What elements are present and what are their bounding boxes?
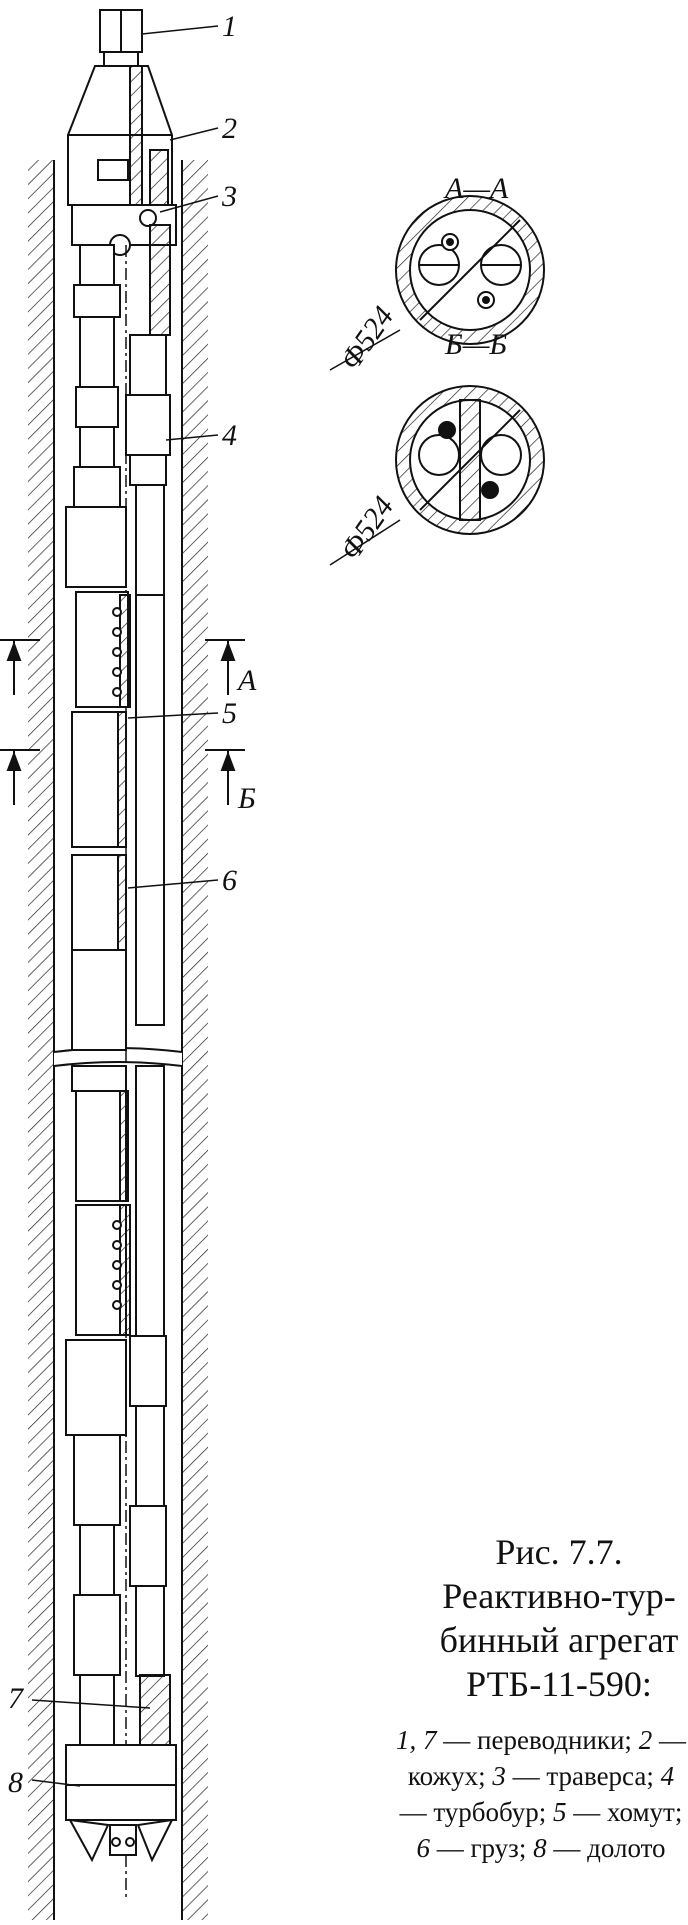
section-bb-diameter: Ф524 [334, 490, 401, 566]
section-bb-title: Б—Б [444, 328, 507, 361]
turbodrill-right [125, 334, 171, 1026]
weight-upper [71, 711, 127, 1051]
legend-text-0: — переводники; [436, 1725, 639, 1755]
section-aa-diameter: Ф524 [334, 300, 401, 376]
cut-label-b: Б [237, 782, 256, 815]
legend-num-0: 1, 7 [396, 1725, 437, 1755]
turbodrill-lower-left [65, 1339, 127, 1676]
legend-text-6: — долото [546, 1833, 666, 1863]
legend-num-4: 5 [553, 1797, 567, 1827]
label-3: 3 [221, 180, 237, 213]
label-6: 6 [222, 864, 237, 897]
label-5: 5 [222, 697, 237, 730]
legend-text-3: — турбобур; [399, 1797, 554, 1827]
legend-text-5: — груз; [429, 1833, 534, 1863]
label-8: 8 [8, 1766, 23, 1799]
legend-num-1: 2 [638, 1725, 653, 1755]
clamp-upper [75, 591, 131, 708]
legend-text-4: — хомут; [566, 1797, 683, 1827]
cut-line-b [0, 749, 245, 805]
legend-num-5: 6 [416, 1833, 430, 1863]
label-7: 7 [8, 1682, 25, 1715]
figure-legend: 1, 7 — переводники; 2 — кожух; 3 — траве… [395, 1722, 687, 1866]
legend-text-2: — траверса; [505, 1761, 661, 1791]
legend-num-6: 8 [533, 1833, 547, 1863]
turbodrill-left [65, 244, 127, 588]
leader-lines [31, 25, 219, 1787]
weight-lower [71, 1065, 131, 1336]
figure-caption: Рис. 7.7. Реактивно-тур- бинный агрегат … [430, 1530, 688, 1706]
drill-bit [65, 1784, 177, 1863]
caption-line-3: РТБ-11-590: [466, 1664, 652, 1704]
lower-sub [65, 1674, 177, 1786]
legend-num-3: 4 [660, 1761, 675, 1791]
cut-label-a: А [236, 664, 257, 697]
label-1: 1 [222, 10, 237, 43]
caption-line-1: Рис. 7.7. Реактивно-тур- [442, 1532, 676, 1616]
top-sub [99, 9, 143, 67]
legend-text-1: — кожух; [407, 1725, 686, 1791]
label-2: 2 [222, 112, 237, 145]
traverse [71, 204, 177, 336]
section-aa-view [329, 195, 545, 371]
label-4: 4 [222, 419, 237, 452]
cut-line-a [0, 639, 245, 695]
casing [67, 65, 173, 211]
borehole-wall-right [181, 160, 208, 1920]
borehole-wall-left [28, 160, 55, 1920]
section-bb-view [329, 385, 545, 566]
caption-line-2: бинный агрегат [439, 1620, 679, 1660]
legend-num-2: 3 [492, 1761, 506, 1791]
turbodrill-lower-right [129, 1065, 167, 1677]
